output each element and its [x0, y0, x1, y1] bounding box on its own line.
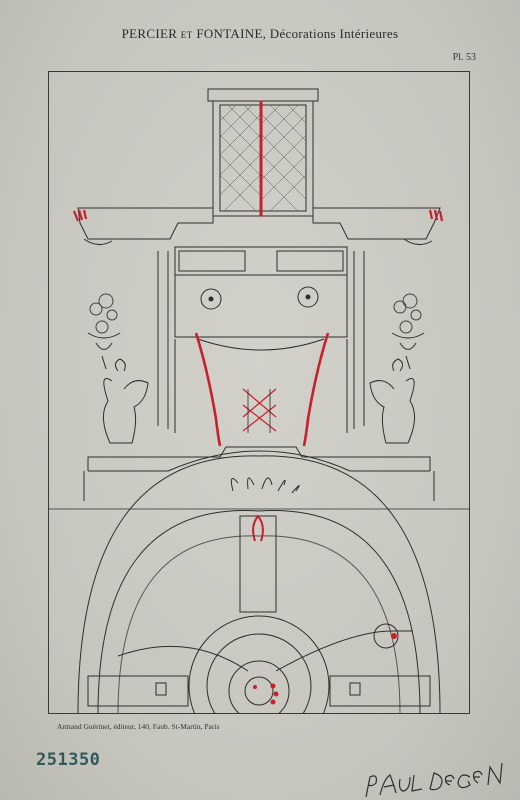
left-urn [87, 293, 121, 370]
upper-ledge [77, 207, 441, 245]
red-lacing [242, 388, 277, 433]
handwritten-signature [365, 762, 503, 798]
plate-header: PERCIER ET FONTAINE, Décorations Intérie… [0, 26, 520, 42]
plate-number: Pl. 53 [452, 52, 476, 63]
central-cabinet [157, 246, 365, 433]
header-authors-a: PERCIER [121, 26, 178, 41]
right-urn [391, 293, 425, 370]
inventory-number: 251350 [36, 750, 101, 770]
plate-frame [48, 71, 470, 714]
left-sphinx [103, 358, 149, 444]
lower-plan [77, 455, 441, 714]
stepped-base [48, 446, 470, 510]
red-flame [252, 514, 264, 542]
red-dots [253, 633, 397, 705]
publisher-caption: Armand Guérinet, éditeur, 140, Faub. St-… [57, 722, 220, 731]
red-ledge-ornaments [72, 209, 444, 222]
right-sphinx [369, 358, 415, 444]
header-subtitle: Décorations Intérieures [269, 26, 399, 41]
red-figure-lines [194, 332, 330, 447]
window-illustration [207, 88, 319, 217]
header-authors-b: FONTAINE, [196, 26, 267, 41]
header-conjunction: ET [180, 30, 193, 40]
architectural-drawing [48, 88, 470, 714]
